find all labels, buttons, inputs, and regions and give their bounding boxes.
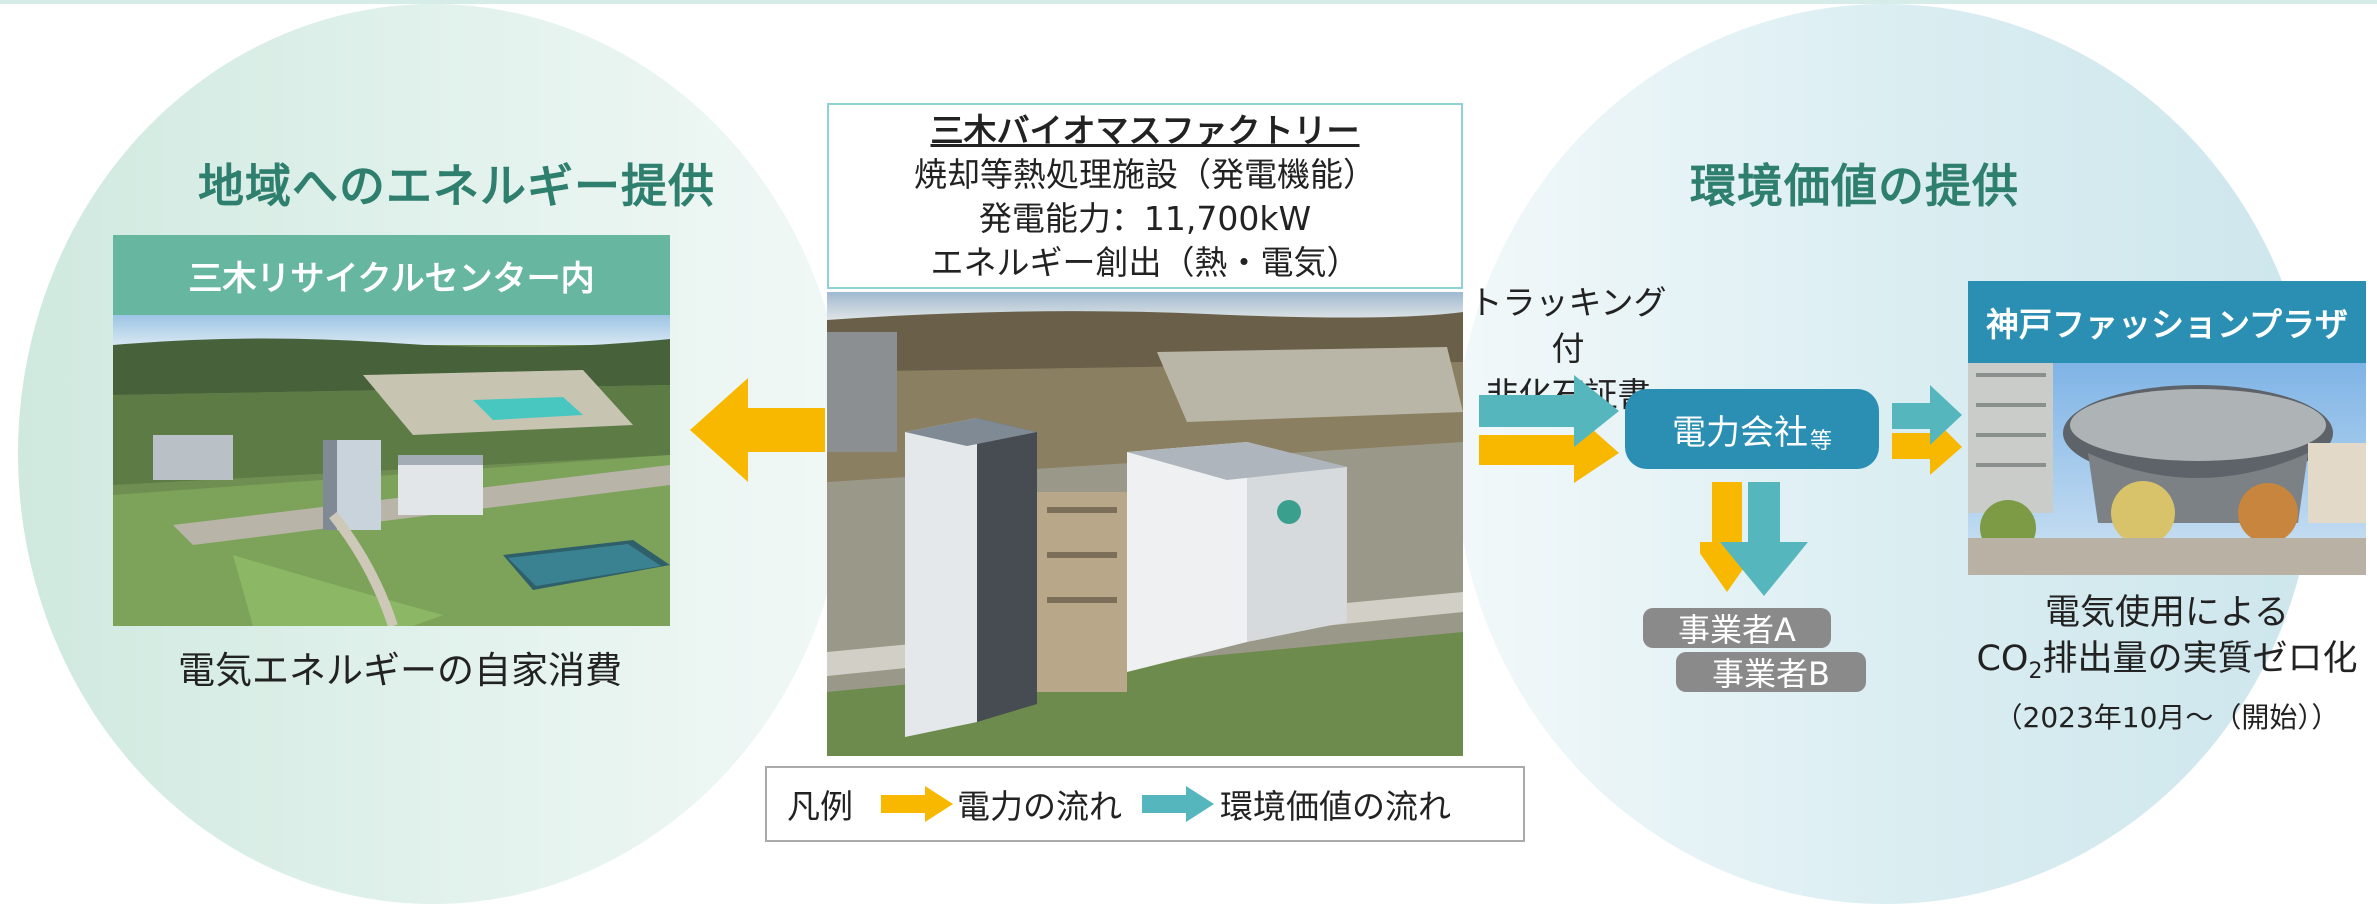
power-flow-legend-label: 電力の流れ	[957, 787, 1122, 826]
environmental-value-title: 環境価値の提供	[1690, 159, 2019, 213]
facility-type: 焼却等熱処理施設（発電機能）	[914, 155, 1376, 194]
recycle-center-label: 三木リサイクルセンター内	[113, 235, 670, 315]
power-flow-legend-arrow	[881, 786, 953, 822]
biomass-factory-photo	[827, 292, 1463, 756]
top-divider	[0, 0, 2377, 4]
flow-arrows-to-power-company	[1479, 375, 1619, 483]
recycle-center-photo	[113, 315, 670, 626]
kobe-fashion-plaza-label: 神戸ファッションプラザ	[1968, 281, 2366, 363]
flow-arrows-to-kobe	[1892, 385, 1962, 475]
power-flow-arrow-left	[690, 378, 825, 482]
factory-name: 三木バイオマスファクトリー	[930, 111, 1360, 150]
factory-info-box: 三木バイオマスファクトリー 焼却等熱処理施設（発電機能） 発電能力：11,700…	[827, 103, 1463, 289]
kobe-fashion-plaza-photo	[1968, 363, 2366, 575]
flow-arrows-to-businesses	[1700, 482, 1808, 596]
env-flow-legend-arrow	[1142, 786, 1214, 822]
local-energy-title: 地域へのエネルギー提供	[198, 159, 715, 213]
business-b-badge: 事業者B	[1676, 652, 1866, 693]
power-company-box: 電力会社等	[1625, 389, 1879, 469]
co2-zero-caption: 電気使用による CO2排出量の実質ゼロ化 （2023年10月～（開始））	[1976, 593, 2358, 734]
generation-capacity: 発電能力：11,700kW	[978, 199, 1312, 238]
env-flow-legend-label: 環境価値の流れ	[1220, 787, 1451, 826]
legend: 凡例 電力の流れ 環境価値の流れ	[765, 766, 1525, 842]
energy-creation: エネルギー創出（熱・電気）	[930, 243, 1360, 282]
self-consumption-caption: 電気エネルギーの自家消費	[178, 649, 622, 692]
legend-title: 凡例	[787, 787, 853, 826]
business-a-badge: 事業者A	[1643, 608, 1831, 649]
